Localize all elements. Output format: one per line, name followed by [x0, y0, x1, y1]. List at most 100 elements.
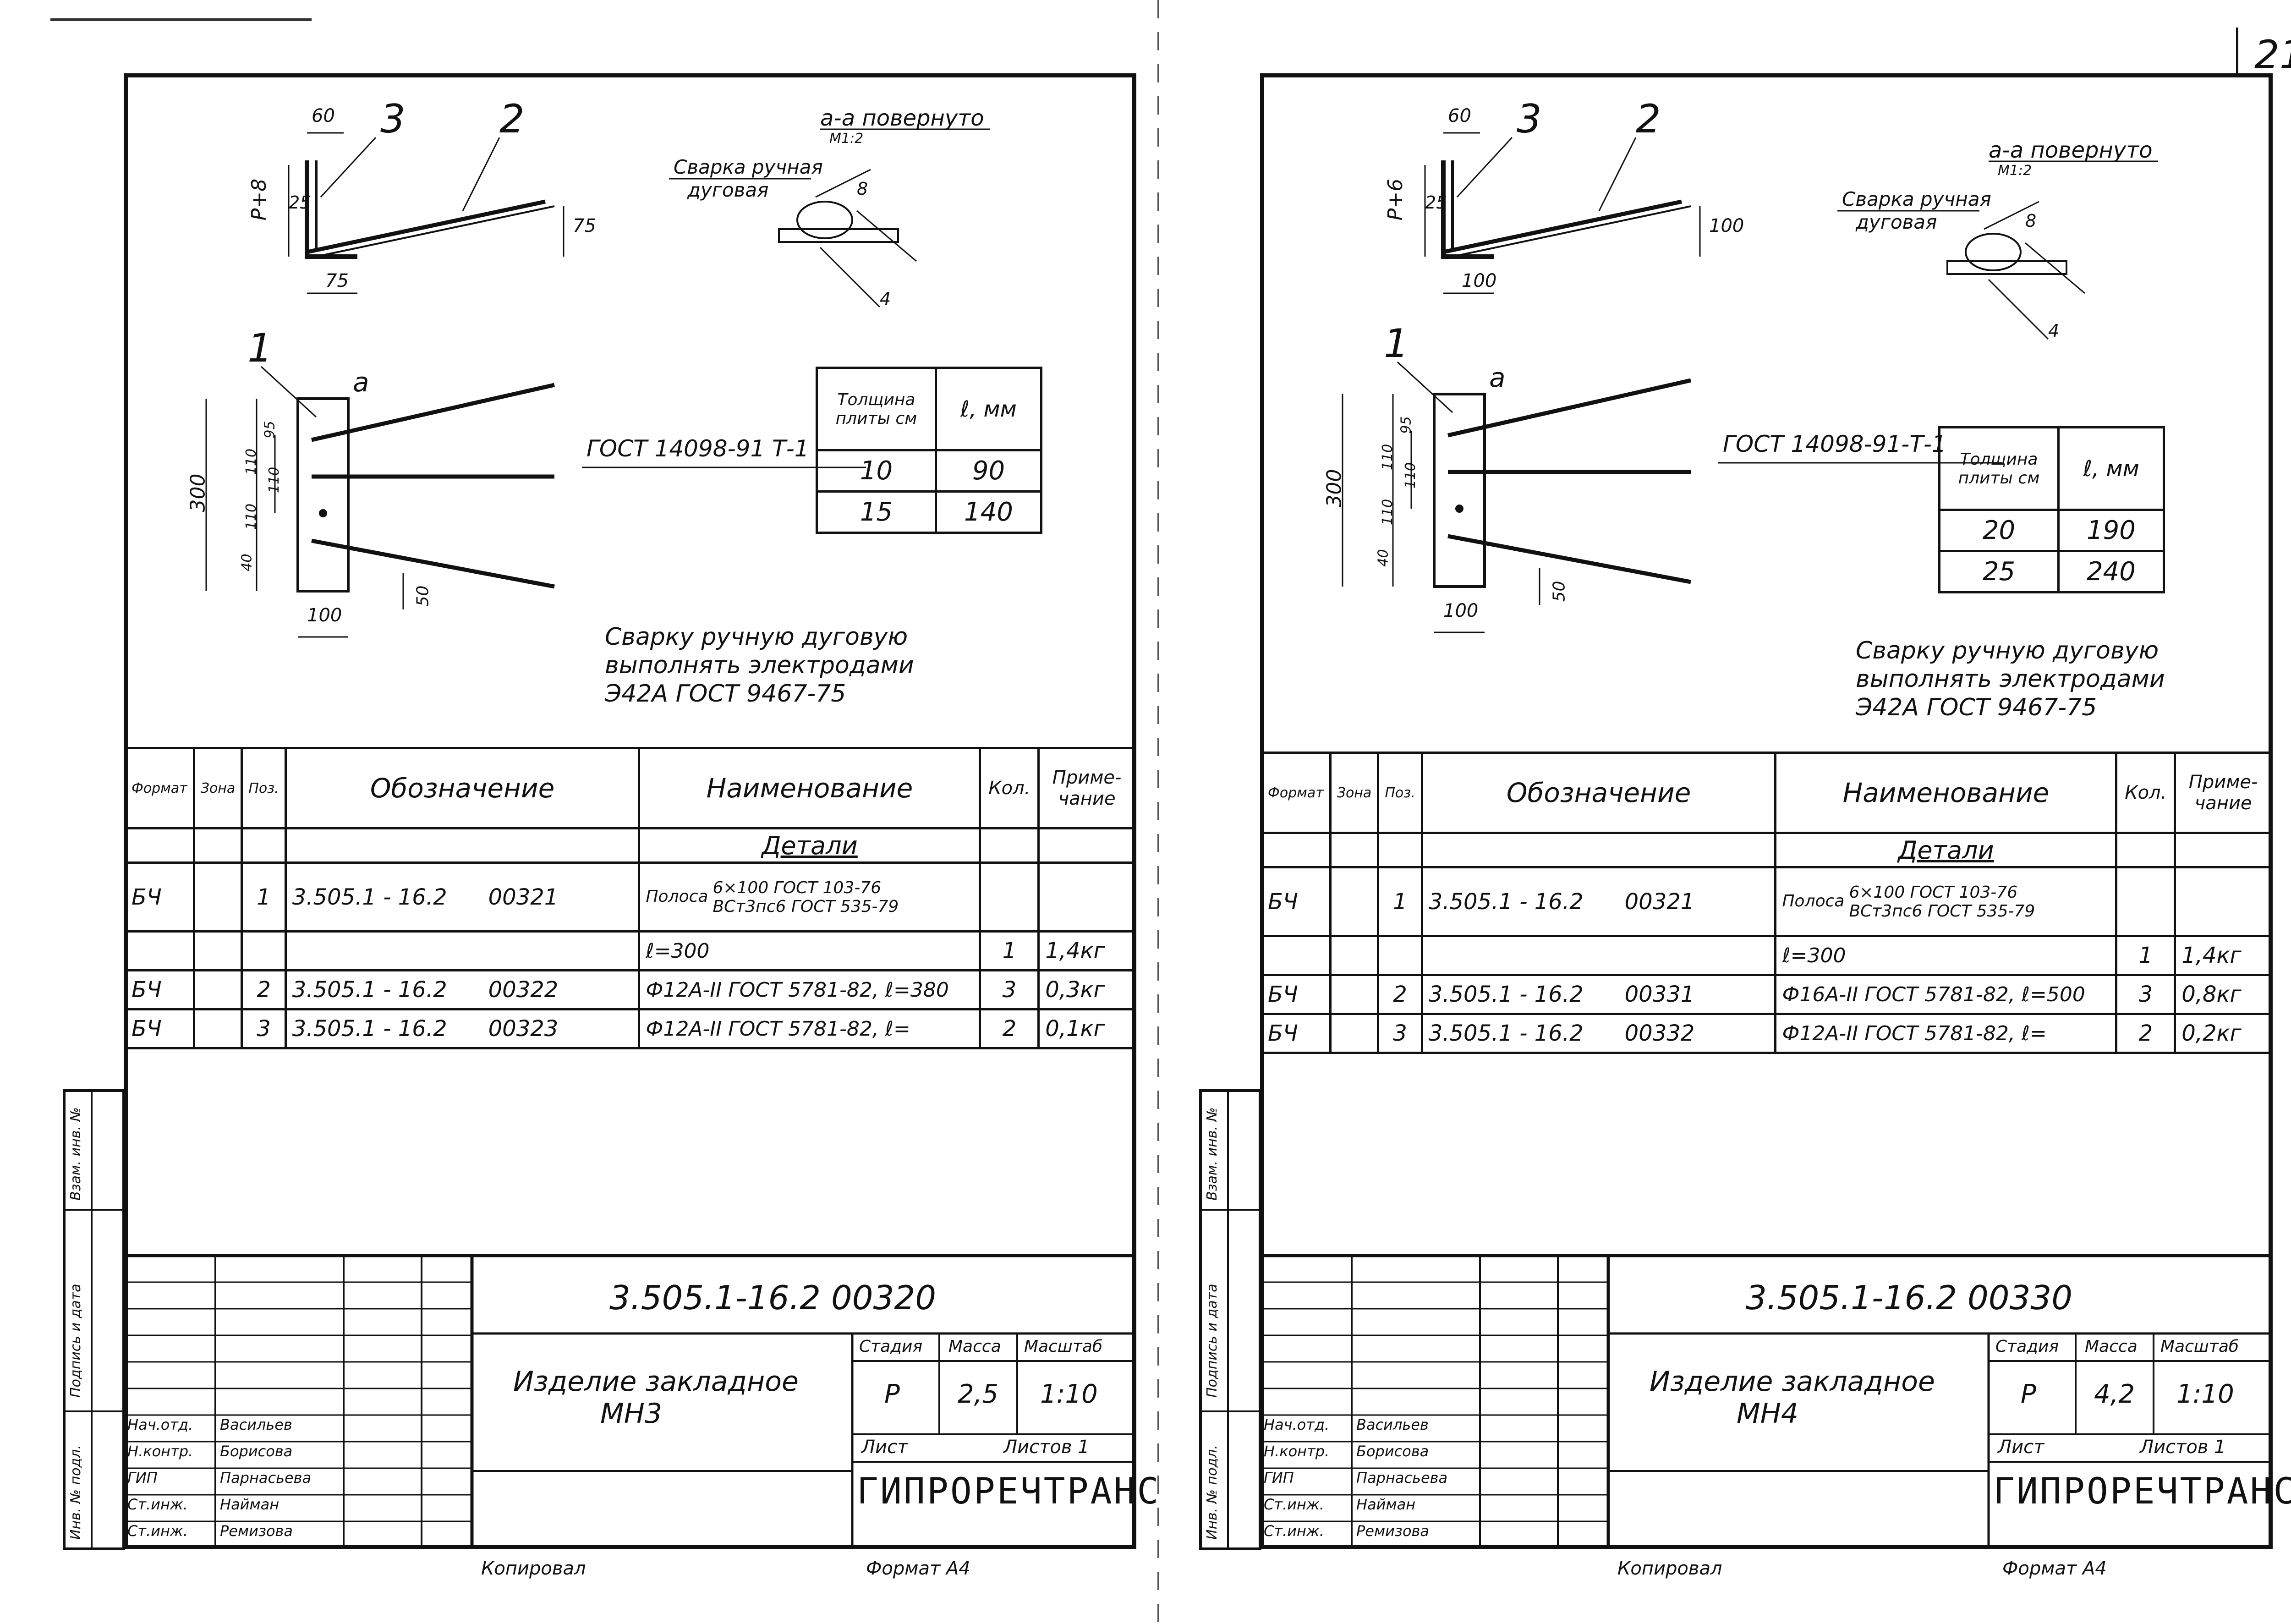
spec-section-title: Детали [1774, 832, 2118, 868]
weld-note-line: Сварку ручную дуговую [605, 623, 908, 651]
signature-name: Ремизова [1356, 1522, 1429, 1540]
spec-cell: 1 [2115, 935, 2176, 976]
weld-note-line: Э42А ГОСТ 9467-75 [1856, 694, 2097, 721]
binding-strip-label: Инв. № подл. [1204, 1445, 1220, 1540]
line-work [63, 128, 1136, 1550]
weld-note-line: выполнять электродами [1856, 665, 2165, 693]
length-header: ℓ, мм [2057, 426, 2165, 511]
spec-cell: 2 [2115, 1013, 2176, 1054]
signature-name: Парнасьева [220, 1469, 312, 1487]
spec-cell [241, 930, 287, 971]
spec-cell: БЧ [1260, 1013, 1332, 1054]
footer-copied: Копировал [481, 1558, 586, 1579]
dim-bar: 75 [573, 215, 596, 236]
dim-height: P+6 [1384, 178, 1408, 221]
spec-cell [979, 861, 1040, 933]
spec-header: Зона [192, 747, 243, 829]
spec-name: Полоса [1782, 891, 1845, 911]
spec-cell [1377, 935, 1423, 976]
thickness-cell: 240 [2057, 550, 2165, 593]
signature-name: Борисова [220, 1443, 293, 1460]
angle-mark: а [1489, 362, 1506, 393]
item-mark: МН4 [1737, 1398, 1799, 1430]
signature-role: Ст.инж. [127, 1522, 188, 1540]
spec-cell [2115, 866, 2176, 937]
scale-header: Масштаб [1024, 1337, 1103, 1356]
dim-base: 100 [1462, 270, 1497, 291]
signature-role: Ст.инж. [1264, 1496, 1324, 1513]
dim-seg-95: 95 [1398, 416, 1414, 434]
part-1-label: 1 [1384, 321, 1409, 367]
weld-dim-8: 8 [2025, 211, 2037, 231]
spec-cell [2174, 866, 2273, 937]
spec-code-number: 00332 [1624, 1020, 1695, 1046]
stage-value: Р [884, 1379, 900, 1409]
part-3-label: 3 [1517, 96, 1542, 142]
line-work [1199, 132, 2273, 1550]
spec-cell [2115, 832, 2176, 868]
stage-value: Р [2021, 1379, 2036, 1409]
scale-header: Масштаб [2160, 1337, 2239, 1356]
thickness-cell: 140 [935, 490, 1042, 534]
spec-cell [192, 827, 243, 864]
mass-header: Масса [2085, 1337, 2138, 1356]
spec-header: Зона [1329, 752, 1380, 834]
spec-cell: Ф16А-II ГОСТ 5781-82, ℓ=500 [1774, 974, 2118, 1015]
footer-format: Формат А4 [866, 1558, 970, 1579]
weld-note-line: Э42А ГОСТ 9467-75 [605, 680, 846, 708]
spec-name-line-2: 6×100 ГОСТ 103-76 [713, 878, 882, 897]
weld-note-line: Сварку ручную дуговую [1856, 637, 2159, 664]
spec-code-number: 00321 [488, 884, 559, 910]
spec-cell [1260, 832, 1332, 868]
spec-cell: БЧ [124, 969, 195, 1010]
spec-cell: Ф12А-II ГОСТ 5781-82, ℓ=380 [638, 969, 981, 1010]
signature-name: Васильев [220, 1416, 292, 1433]
spec-cell: БЧ [1260, 866, 1332, 937]
spec-cell: 1 [1377, 866, 1423, 937]
spec-cell [284, 930, 641, 971]
sheet-label: Лист [1998, 1437, 2044, 1458]
weld-label-2: дуговая [687, 179, 769, 201]
part-2-label: 2 [1636, 96, 1661, 142]
weld-label-2: дуговая [1856, 211, 1937, 233]
spec-cell: 1 [241, 861, 287, 933]
spec-cell: Ф12А-II ГОСТ 5781-82, ℓ= [638, 1008, 981, 1049]
weld-dim-4: 4 [880, 289, 891, 309]
signature-name: Ремизова [220, 1522, 293, 1540]
spec-cell [1329, 974, 1380, 1015]
thickness-cell: 15 [816, 490, 937, 534]
spec-cell [1420, 935, 1777, 976]
signature-role: Ст.инж. [127, 1496, 188, 1513]
spec-header: Кол. [2115, 752, 2176, 834]
weld-note-line: выполнять электродами [605, 652, 914, 679]
spec-header: Обозначение [1420, 752, 1777, 834]
spec-cell [241, 827, 287, 864]
dim-bottom-100: 100 [1443, 600, 1479, 621]
spec-cell: 2 [241, 969, 287, 1010]
spec-header: Кол. [979, 747, 1040, 829]
signature-role: Ст.инж. [1264, 1522, 1324, 1540]
page-number: 21 [2254, 32, 2291, 78]
length-header: ℓ, мм [935, 367, 1042, 451]
spec-header: Приме-чание [1037, 747, 1136, 829]
spec-header: Формат [1260, 752, 1332, 834]
spec-code: 3.505.1 - 16.2 [1428, 889, 1584, 915]
binding-strip-label: Подпись и дата [1204, 1284, 1220, 1398]
top-margin-line [50, 18, 312, 21]
spec-cell: 1,4кг [2174, 935, 2273, 976]
spec-cell: 3 [241, 1008, 287, 1049]
spec-cell: 2 [1377, 974, 1423, 1015]
spec-cell [1329, 1013, 1380, 1054]
spec-code-number: 00331 [1624, 982, 1695, 1007]
spec-cell [1260, 935, 1332, 976]
company-name: ГИПРОРЕЧТРАНС [857, 1471, 1161, 1512]
dim-side-300: 300 [1322, 469, 1346, 508]
spec-cell [1329, 935, 1380, 976]
